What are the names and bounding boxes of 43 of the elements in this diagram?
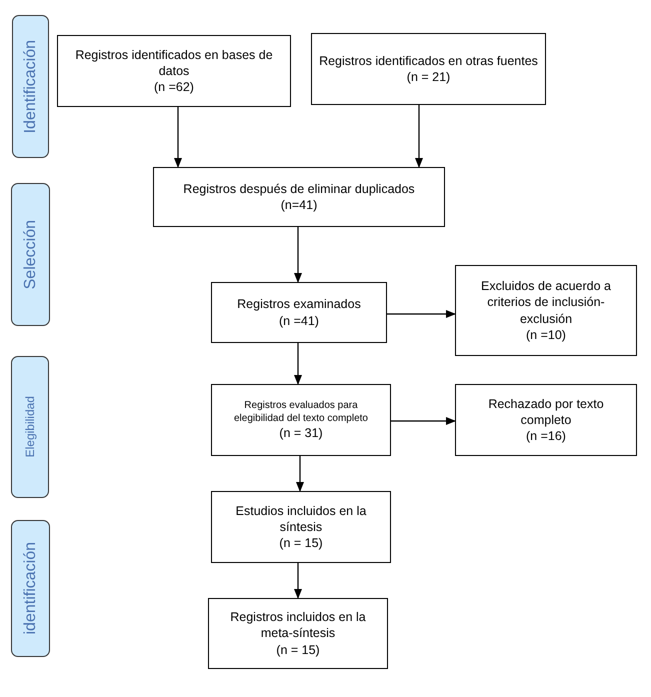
process-box — [311, 33, 546, 105]
count-text: (n =62) — [154, 79, 194, 96]
box-text: Registros examinados — [237, 296, 361, 312]
phase-label-band — [11, 520, 50, 657]
process-box — [208, 598, 388, 669]
count-text: (n=41) — [280, 197, 318, 214]
box-text: Registros identificados en bases de datos — [74, 46, 274, 80]
process-box — [211, 491, 391, 563]
count-text: (n =10) — [526, 326, 566, 343]
count-text: (n =16) — [526, 428, 566, 444]
arrow — [296, 456, 304, 492]
phase-label-band — [12, 15, 49, 158]
phase-label-band — [11, 356, 49, 498]
arrow — [174, 107, 182, 168]
box-text: Registros después de eliminar duplicados — [183, 180, 415, 197]
count-text: (n = 21) — [406, 69, 450, 86]
box-text: Registros identificados en otras fuentes — [319, 52, 538, 69]
phase-label: Elegibilidad — [23, 396, 37, 458]
process-box — [455, 384, 637, 456]
arrow — [387, 310, 456, 318]
phase-label: identificación — [22, 542, 40, 635]
count-text: (n =41) — [279, 312, 319, 329]
process-box — [211, 282, 387, 343]
process-box — [455, 265, 637, 356]
process-box — [57, 35, 291, 107]
phase-label-band — [11, 183, 50, 326]
arrow — [391, 417, 456, 425]
count-text: (n = 15) — [279, 535, 323, 552]
box-text: Registros evaluados para elegibilidad del texto completo — [233, 398, 369, 425]
box-text: Estudios incluidos en la síntesis — [234, 502, 368, 536]
box-text: Rechazado por texto completo — [487, 396, 605, 428]
phase-label: Selección — [22, 220, 40, 290]
process-box — [153, 167, 445, 227]
arrow — [294, 343, 302, 385]
box-text: Registros incluidos en la meta-síntesis — [229, 609, 367, 642]
arrow — [415, 105, 423, 168]
count-text: (n = 15) — [276, 642, 320, 658]
count-text: (n = 31) — [279, 424, 323, 442]
arrow — [294, 563, 302, 599]
process-box — [211, 384, 391, 456]
phase-label: Identificación — [22, 40, 40, 134]
arrow — [294, 227, 302, 283]
box-text: Excluidos de acuerdo a criterios de inclusión-exclusión — [480, 278, 612, 327]
